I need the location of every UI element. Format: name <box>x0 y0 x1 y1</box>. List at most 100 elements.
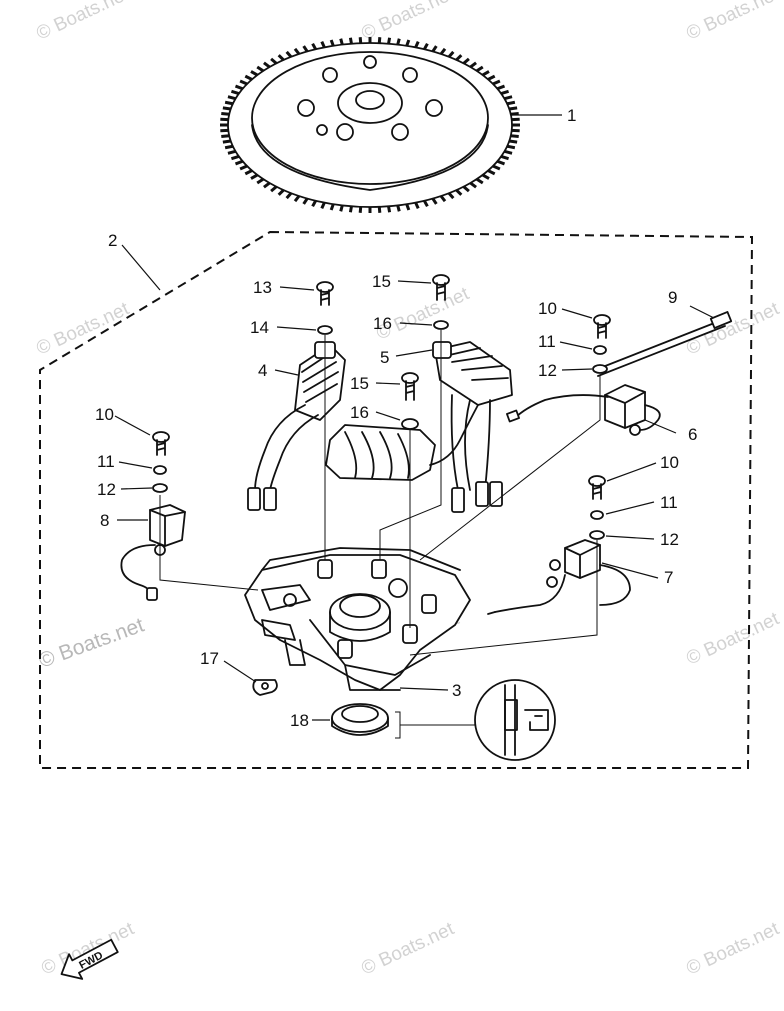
gear-tooth <box>302 197 309 205</box>
leader-lines <box>114 114 715 721</box>
gear-tooth <box>510 134 519 138</box>
gear-tooth <box>224 100 234 106</box>
gear-tooth <box>455 54 463 62</box>
watermark: © Boats.net <box>683 608 783 669</box>
gear-tooth <box>469 181 477 189</box>
gear-tooth <box>387 206 392 213</box>
gear-tooth <box>263 61 271 69</box>
gear-tooth <box>510 112 519 116</box>
gear-tooth <box>320 41 326 48</box>
ignition-coil-left-part <box>120 504 186 601</box>
gear-tooth <box>230 89 240 96</box>
callout-12-top: 12 <box>538 361 557 380</box>
gear-tooth <box>396 38 401 45</box>
callout-1: 1 <box>567 106 576 125</box>
gear-tooth <box>447 50 455 58</box>
gear-tooth <box>431 197 438 205</box>
gear-tooth <box>277 188 285 196</box>
gear-tooth <box>462 57 470 65</box>
gear-tooth <box>293 47 301 55</box>
gear-tooth <box>487 169 496 176</box>
gear-tooth <box>224 144 234 150</box>
lighting-coil-part <box>325 404 479 481</box>
gear-tooth <box>244 169 253 176</box>
callout-11-top: 11 <box>538 332 556 351</box>
callout-14: 14 <box>250 318 269 337</box>
gear-tooth <box>358 206 363 213</box>
gear-tooth <box>239 164 248 171</box>
gear-tooth <box>487 74 496 81</box>
gear-tooth <box>405 39 411 47</box>
gear-tooth <box>405 203 411 211</box>
gear-tooth <box>285 192 293 200</box>
watermark: © Boats.net <box>358 918 458 979</box>
gear-tooth <box>250 173 259 180</box>
gear-tooth <box>270 57 278 65</box>
gear-tooth <box>234 159 244 166</box>
watermark: © Boats.net <box>36 613 147 672</box>
callout-12-left: 12 <box>97 480 116 499</box>
gear-tooth <box>222 139 231 144</box>
gear-tooth <box>377 37 382 44</box>
watermark: © Boats.net <box>683 0 783 45</box>
callout-2: 2 <box>108 231 117 250</box>
callout-8: 8 <box>100 511 109 530</box>
callout-15-top: 15 <box>372 272 391 291</box>
callout-11-right: 11 <box>660 493 678 512</box>
callout-6: 6 <box>688 425 697 444</box>
gear-tooth <box>439 195 447 203</box>
callout-18: 18 <box>290 711 309 730</box>
callout-10-right: 10 <box>660 453 679 472</box>
gear-tooth <box>263 181 271 189</box>
callout-10-left: 10 <box>95 405 114 424</box>
gear-tooth <box>447 192 455 200</box>
callout-13: 13 <box>253 278 272 297</box>
gear-tooth <box>348 206 353 213</box>
gear-tooth <box>302 45 309 53</box>
gear-tooth <box>509 139 518 144</box>
callout-7: 7 <box>664 568 673 587</box>
charge-coil-part <box>247 341 346 511</box>
gear-tooth <box>270 185 278 193</box>
gear-tooth <box>329 39 335 47</box>
callout-15-mid: 15 <box>350 374 369 393</box>
gear-tooth <box>358 37 363 44</box>
gear-tooth <box>256 65 265 73</box>
callout-9: 9 <box>668 288 677 307</box>
gear-tooth <box>285 50 293 58</box>
gear-tooth <box>339 205 344 212</box>
gear-tooth <box>222 106 231 111</box>
gear-tooth <box>469 61 477 69</box>
gear-tooth <box>506 100 516 106</box>
gear-tooth <box>387 37 392 44</box>
gear-tooth <box>234 84 244 91</box>
gear-tooth <box>509 106 518 111</box>
gear-tooth <box>492 164 501 171</box>
callout-17: 17 <box>200 649 219 668</box>
gear-tooth <box>348 37 353 44</box>
callout-3: 3 <box>452 681 461 700</box>
watermark: © Boats.net <box>683 918 783 979</box>
seal-detail-view <box>395 679 556 761</box>
gear-tooth <box>329 203 335 211</box>
gear-tooth <box>277 54 285 62</box>
ignition-coil-lower-part <box>487 539 631 615</box>
spark-plug-cord-part <box>594 311 733 377</box>
gear-tooth <box>455 188 463 196</box>
gear-tooth <box>293 195 301 203</box>
gear-tooth <box>414 41 420 48</box>
gear-tooth <box>227 149 236 155</box>
gear-tooth <box>504 149 513 155</box>
gear-tooth <box>504 95 513 101</box>
gear-tooth <box>230 154 240 161</box>
stator-assembly-boundary <box>39 230 754 769</box>
gear-tooth <box>311 200 317 208</box>
gear-tooth <box>500 154 510 161</box>
gear-tooth <box>496 159 506 166</box>
flywheel-teeth <box>220 37 520 213</box>
assembly-lines <box>159 330 601 656</box>
gear-tooth <box>221 134 230 138</box>
gear-tooth <box>423 200 429 208</box>
gear-tooth <box>423 42 429 50</box>
callout-16-mid: 16 <box>350 403 369 422</box>
